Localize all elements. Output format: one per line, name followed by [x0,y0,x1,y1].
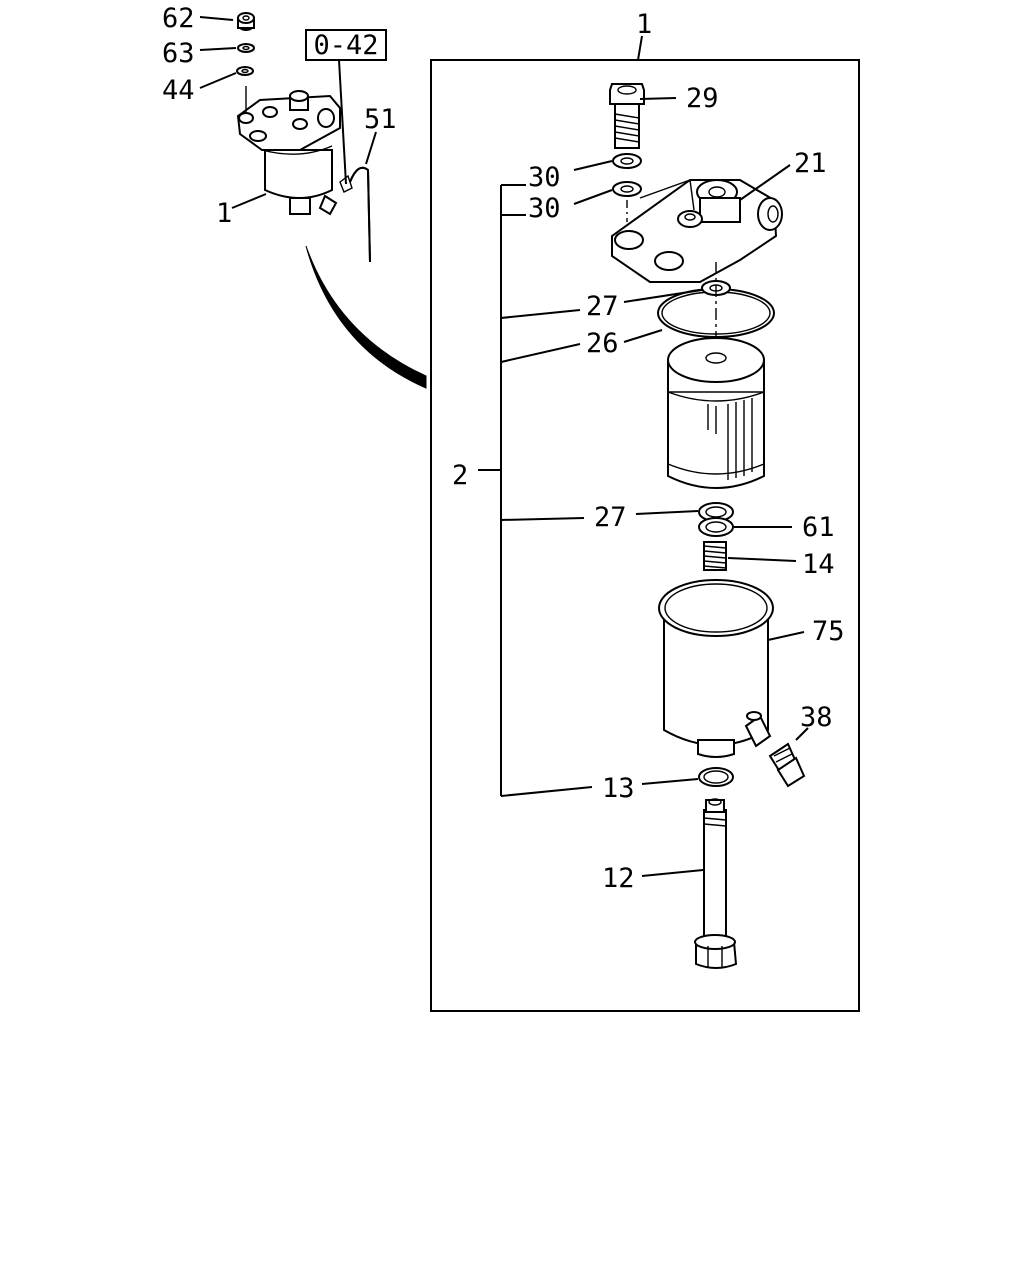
callout-30-upper: 30 [528,162,561,193]
callout-63: 63 [162,38,195,69]
callout-27-upper: 27 [586,291,619,322]
hose-51 [349,166,371,263]
spring-14 [703,541,727,571]
washer-30-upper [612,153,642,169]
small-filter-head [236,86,341,155]
small-filter-bowl [264,149,338,216]
filter-bowl-75 [658,579,774,758]
center-bolt-12 [694,798,738,969]
detail-frame: 1 [430,9,860,1012]
callout-1-top: 1 [636,9,652,40]
callout-26: 26 [586,328,619,359]
washer-44 [236,66,254,76]
washer-30-lower [612,181,642,197]
callout-12: 12 [602,863,635,894]
callout-51: 51 [364,104,397,135]
washer-63 [237,43,255,53]
filter-head-21 [611,179,783,283]
reference-box: 0-42 [305,29,387,61]
nut-62 [237,12,255,31]
reference-box-label: 0-42 [313,30,378,61]
callout-2: 2 [452,460,468,491]
callout-21: 21 [794,148,827,179]
callout-1-small: 1 [216,198,232,229]
detail-arc [305,245,427,389]
small-filter-assembly: 0-42 62 63 44 1 51 [162,3,427,389]
callout-38: 38 [800,702,833,733]
group-bracket-2: 2 [452,184,593,797]
filter-element [667,337,765,489]
ring-61 [698,517,734,537]
banjo-bolt-29 [609,83,645,149]
callout-75: 75 [812,616,845,647]
callout-44: 44 [162,75,195,106]
callout-30-lower: 30 [528,193,561,224]
callout-13: 13 [602,773,635,804]
callout-14: 14 [802,549,835,580]
drain-plug-38 [768,742,806,788]
callout-27-lower: 27 [594,502,627,533]
callout-62: 62 [162,3,195,34]
callout-29: 29 [686,83,719,114]
callout-61: 61 [802,512,835,543]
